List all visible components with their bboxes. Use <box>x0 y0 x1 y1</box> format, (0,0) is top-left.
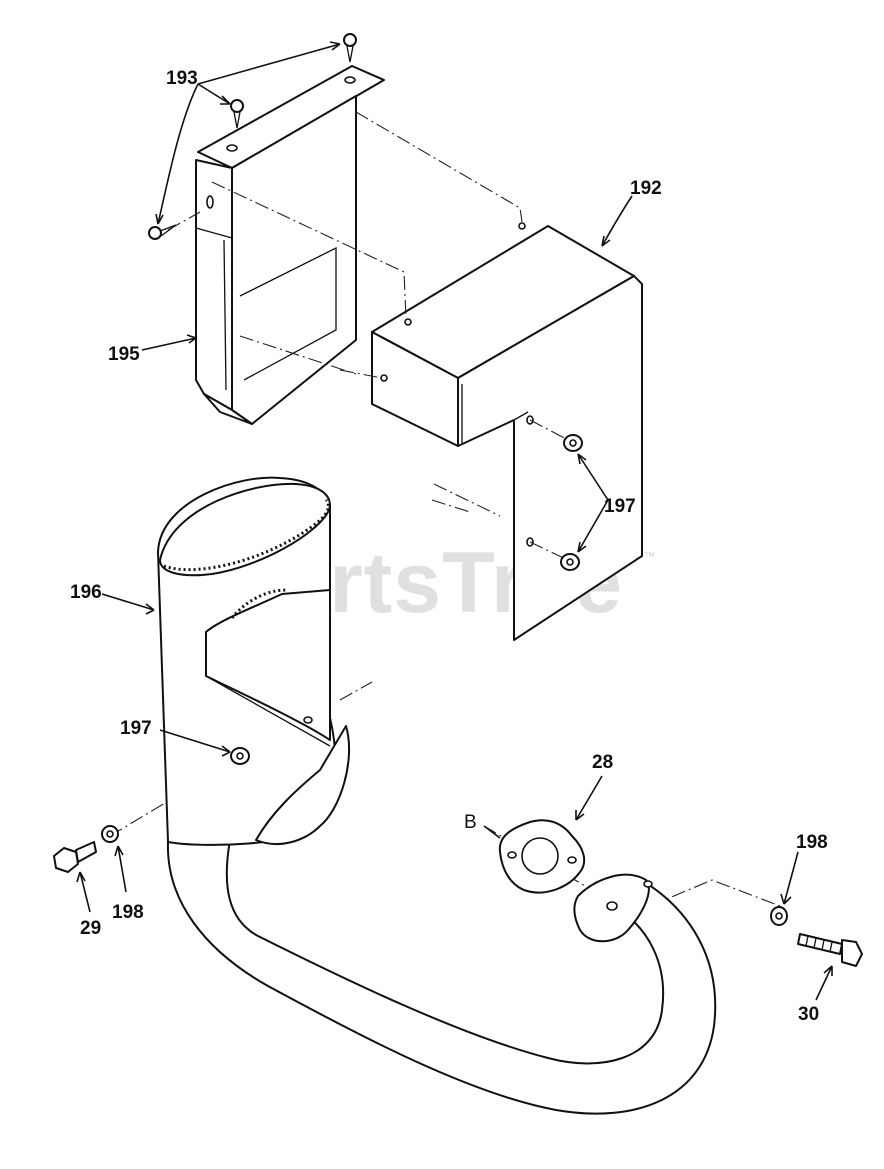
washer-icon <box>560 553 580 571</box>
gasket-part-28 <box>498 819 586 894</box>
leader-lines <box>76 41 833 1001</box>
callout-196: 196 <box>70 582 102 603</box>
callout-197-housing: 197 <box>604 496 636 517</box>
mounting-hole-icon <box>344 76 356 84</box>
screw-icon <box>343 33 357 63</box>
washer-icon <box>770 906 788 926</box>
bolt-icon-30 <box>797 933 863 967</box>
callout-labels: 193 192 195 197 196 197 28 B 198 198 29 … <box>70 68 828 1025</box>
callout-B: B <box>464 812 477 833</box>
callout-195: 195 <box>108 344 140 365</box>
callout-29: 29 <box>80 918 101 939</box>
washer-icon <box>230 747 250 765</box>
callout-198-right: 198 <box>796 832 828 853</box>
callout-30: 30 <box>798 1004 819 1025</box>
callout-193: 193 <box>166 68 198 89</box>
bolt-icon-29 <box>53 841 97 873</box>
washer-icon-group-197 <box>560 434 583 571</box>
washer-icon <box>101 825 119 843</box>
screw-icon <box>230 99 244 129</box>
housing-part-192 <box>371 222 643 641</box>
mounting-hole-icon <box>206 195 214 209</box>
callout-198-left: 198 <box>112 902 144 923</box>
callout-192: 192 <box>630 178 662 199</box>
screw-icon-group-193 <box>148 33 357 240</box>
screw-icon <box>148 224 177 240</box>
muffler-part-196 <box>157 476 717 1115</box>
bracket-part-195 <box>195 65 385 425</box>
watermark-trademark: ™ <box>644 551 655 563</box>
washer-icon <box>563 434 583 452</box>
callout-28: 28 <box>592 752 613 773</box>
mounting-hole-icon <box>226 144 238 152</box>
callout-197-muffler: 197 <box>120 718 152 739</box>
